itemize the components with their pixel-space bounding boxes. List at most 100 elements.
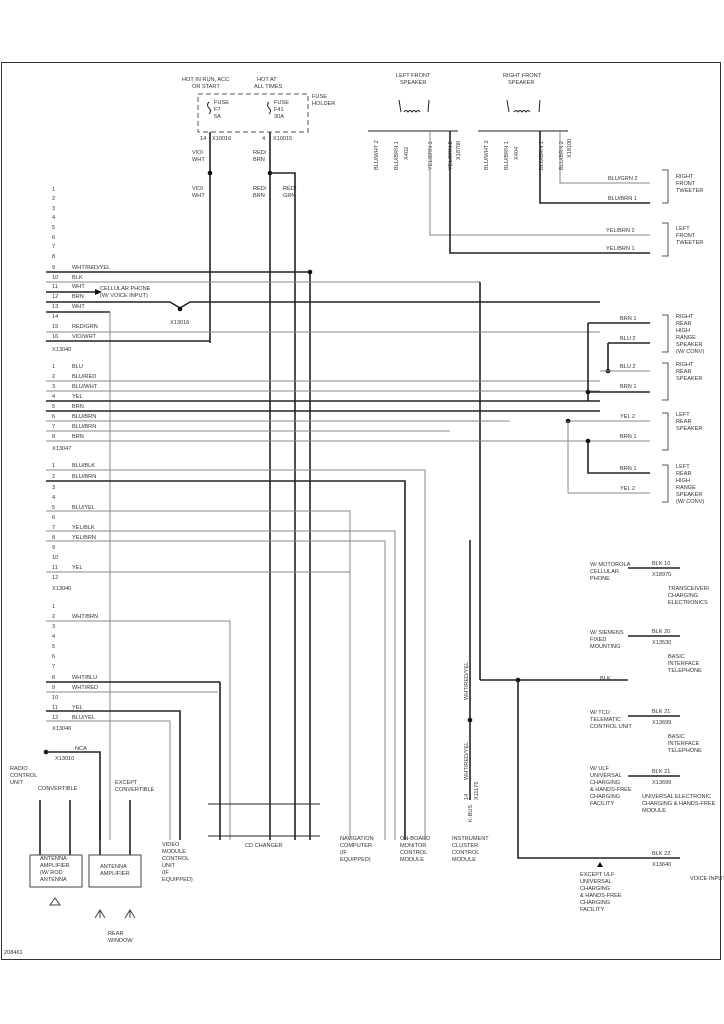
tweeter-title: FRONT <box>676 233 696 239</box>
speaker-title: RIGHT <box>676 362 694 368</box>
rear-window-label: WINDOW <box>108 938 133 944</box>
target-label: TELEPHONE <box>668 748 702 754</box>
label: CONVERTIBLE <box>115 787 155 793</box>
speaker-title: REAR <box>676 321 692 327</box>
pin-number: 2 <box>52 374 55 380</box>
pin-number: 3 <box>52 384 55 390</box>
pin-wire: BRN <box>72 404 84 410</box>
pin-number: 11 <box>52 284 58 290</box>
pin-number: 6 <box>52 235 55 241</box>
target-label: TELEPHONE <box>668 668 702 674</box>
wire <box>429 131 650 236</box>
hot-all-label-2: ALL TIMES <box>254 84 283 90</box>
hot-all-label: HOT AT <box>257 77 277 83</box>
pin-label: YEL 2 <box>620 486 635 492</box>
conn-id: X10016 <box>212 136 231 142</box>
pin-wire: BRN <box>72 294 84 300</box>
conn-pin: 4 <box>262 136 265 142</box>
phone-option-label: FACILITY <box>580 907 605 913</box>
module-title: CONTROL <box>162 856 189 862</box>
speaker-icon <box>398 99 430 113</box>
pin-number: 9 <box>52 265 55 271</box>
fuse-holder: HOT IN RUN, ACC OR START HOT AT ALL TIME… <box>182 77 335 199</box>
splice-dot <box>207 170 213 176</box>
wire-label: GRN <box>283 193 295 199</box>
speaker-title: RIGHT FRONT <box>503 73 542 79</box>
rear-window-label: REAR <box>108 931 124 937</box>
pin-number: 11 <box>52 705 58 711</box>
cell-note: CELLULAR PHONE <box>100 286 151 292</box>
phone-option-label: W/ SIEMENS <box>590 630 624 636</box>
pin-number: 7 <box>52 424 55 430</box>
pin-label: BLK 20 <box>652 629 670 635</box>
pin-number: 2 <box>52 474 55 480</box>
pin-number: 14 <box>52 314 58 320</box>
wire <box>517 680 628 859</box>
pin-wire: BLU/WHT <box>72 384 98 390</box>
pin-label: YEL/BRN 1 <box>428 141 434 170</box>
connector-id: X13046 <box>52 726 71 732</box>
phone-option-label: EXCEPT ULF <box>580 872 615 878</box>
wire <box>46 510 351 840</box>
speaker-title: RIGHT <box>676 314 694 320</box>
phone-option-label: & HANDS-FREE <box>580 893 622 899</box>
speaker-title: (W/ CONV) <box>676 499 704 505</box>
pin-wire: WHT/BRN <box>72 614 98 620</box>
pin-label: BRN 1 <box>620 434 636 440</box>
pin-number: 1 <box>52 364 55 370</box>
pin-label: BLU/BRN 1 <box>394 141 400 170</box>
pin-label: BLU/WHT 2 <box>484 140 490 170</box>
pin-wire: RED/GRN <box>72 324 98 330</box>
speaker-icon <box>506 99 541 113</box>
cd-changer-title: CD CHANGER <box>245 843 283 849</box>
wire-label: RED/ <box>283 186 297 192</box>
pin-wire: BLK <box>72 275 83 281</box>
tweeter-title: LEFT <box>676 226 690 232</box>
wire <box>587 441 650 474</box>
wire-red-grn <box>270 172 296 840</box>
phone-option-label: MOUNTING <box>590 644 620 650</box>
wire <box>539 131 650 204</box>
speaker-title: REAR <box>676 471 692 477</box>
conn-pin: 14 <box>200 136 206 142</box>
pin-label: YEL/BRN 1 <box>606 246 635 252</box>
pin-label: BLU 2 <box>620 336 636 342</box>
phone-option-label: UNIVERSAL <box>590 773 622 779</box>
cd-changer: CD CHANGER <box>208 803 320 849</box>
pin-number: 5 <box>52 225 55 231</box>
conn-label: X13530 <box>652 640 671 646</box>
antenna-title: (W/ ROD <box>40 870 63 876</box>
pin-number: 16 <box>52 334 58 340</box>
phone-option-label: CONTROL UNIT <box>590 724 632 730</box>
phone-option-label: TELEMATIC <box>590 717 621 723</box>
phone-option-label: CHARGING <box>580 886 610 892</box>
pin-label: BLU/BRN 2 <box>559 141 565 170</box>
conn-label: X18700 <box>456 141 462 160</box>
pin-wire: WHT <box>72 304 85 310</box>
conn-label: X13699 <box>652 720 671 726</box>
right-front-speaker: RIGHT FRONT SPEAKER <box>478 73 568 132</box>
phone-option-label: CHARGING <box>590 780 620 786</box>
antenna-title: ANTENNA <box>40 877 67 883</box>
pin-wire: WHT <box>72 284 85 290</box>
label: EXCEPT <box>115 780 138 786</box>
wire <box>46 620 231 840</box>
speaker-title: LEFT <box>676 412 690 418</box>
wire <box>46 480 406 840</box>
pin-wire: YEL <box>72 394 83 400</box>
coil-icon <box>403 110 421 113</box>
conn-label: X11175 <box>474 782 480 800</box>
pin-number: 12 <box>52 294 58 300</box>
pin-wire: YEL/BLK <box>72 525 95 531</box>
fuse-a-id: F7 <box>214 107 221 113</box>
pin-number: 8 <box>52 675 55 681</box>
antenna-amp-box <box>29 854 83 888</box>
cell-note: (W/ VOICE INPUT) <box>100 293 148 299</box>
tweeter-title: TWEETER <box>676 188 703 194</box>
pin-label: YEL/BRN 2 <box>448 141 454 170</box>
module-title: COMPUTER <box>340 843 372 849</box>
pin-number: 10 <box>52 555 58 561</box>
module-title: MONITOR <box>400 843 426 849</box>
